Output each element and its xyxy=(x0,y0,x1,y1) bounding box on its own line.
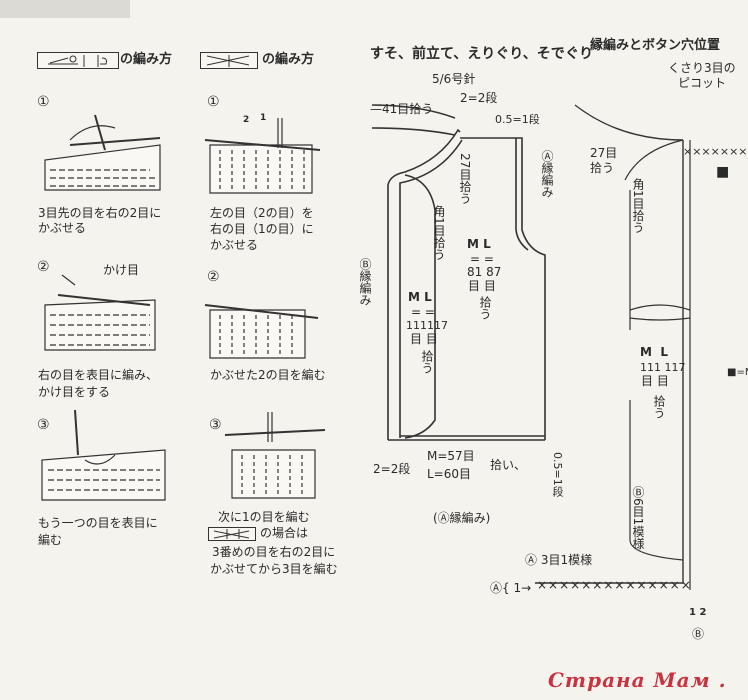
watermark: Страна Мам . ру xyxy=(548,668,727,700)
pattern-b-label: Ⓑ6目1模様 xyxy=(631,486,645,550)
stitch-symbol-icon xyxy=(48,55,107,67)
step-text: かけ目をする xyxy=(38,385,111,399)
case-text: の場合は xyxy=(260,526,309,540)
corner-label: 角1目拾う xyxy=(432,205,446,261)
garment-outline xyxy=(371,104,546,441)
front-counts: 111117 xyxy=(406,319,448,332)
buttonhole-marker: ■ xyxy=(716,164,730,180)
detail-unit: 目 目 xyxy=(641,374,669,388)
step-number: ② xyxy=(37,259,50,275)
pick-41-label: —41目拾う xyxy=(370,102,434,116)
detail-pick: 拾う xyxy=(652,395,666,419)
pattern-a-label: Ⓐ 3目1模様 xyxy=(525,553,593,567)
detail-corner: 角1目拾う xyxy=(631,178,645,234)
knit-illustration-2-2 xyxy=(204,304,319,359)
step-text: 右の目を表目に編み、 xyxy=(38,368,159,382)
step-text: 3目先の目を右の2目に xyxy=(38,206,162,220)
symbol-box-2 xyxy=(200,52,258,69)
b-label: Ⓑ xyxy=(692,627,705,641)
stitch-mark: 2 xyxy=(243,115,250,125)
front-pick: 拾う xyxy=(420,350,434,374)
armhole-unit: 目 目 xyxy=(468,279,496,293)
step-number: ① xyxy=(37,94,50,110)
stitch-mark: 1 xyxy=(260,113,267,123)
edge-a-label: Ⓐ縁編み xyxy=(540,150,554,198)
step-text: 編む xyxy=(38,533,63,547)
detail-sizes: M L xyxy=(640,345,668,359)
step-text: 右の目（1の目）に xyxy=(210,222,314,236)
cross-three-symbol-icon xyxy=(213,529,250,539)
step-text: かぶせた2の目を編む xyxy=(210,368,326,382)
needle-size: 5/6号針 xyxy=(432,72,476,86)
detail-title: 縁編みとボタン穴位置 xyxy=(590,38,721,53)
rows-2-bottom: 2=2段 xyxy=(373,462,411,476)
three-stitch-symbol-box xyxy=(208,527,256,541)
armhole-counts: 81 87 xyxy=(467,265,502,279)
hem-m-count: M=57目 xyxy=(427,449,475,463)
cross-stitch-symbol-icon xyxy=(206,55,250,67)
front-unit: 目 目 xyxy=(410,332,438,346)
armhole-sizes: M L xyxy=(467,237,491,251)
step-text: もう一つの目を表目に xyxy=(38,516,158,530)
single-crochet-row: ×××××××××××××× xyxy=(537,578,692,592)
edging-detail xyxy=(535,104,691,590)
hem-pick: 拾い、 xyxy=(490,458,527,472)
step-number: ③ xyxy=(209,417,222,433)
step-text: 左の目（2の目）を xyxy=(210,206,314,220)
hem-edge-label: (Ⓐ縁編み) xyxy=(433,511,491,525)
front-sizes: M L xyxy=(408,290,432,304)
knit-illustration-1-1 xyxy=(44,114,161,191)
rows-05-top: 0.5=1段 xyxy=(495,113,540,126)
knit-illustration-2-1 xyxy=(204,118,321,194)
step-text: かぶせてから3目を編む xyxy=(210,562,338,576)
detail-neck-27: 27目拾う xyxy=(590,146,618,175)
armhole-eq: = = xyxy=(470,252,494,266)
symbol-box-1 xyxy=(37,52,119,69)
method-title-2: の編み方 xyxy=(262,52,315,67)
method-title-1: の編み方 xyxy=(120,52,173,67)
single-crochet-column: ×××××××××××××××××××××××××××××××× xyxy=(683,145,748,158)
rows-05-bottom: 0.5=1段 xyxy=(551,452,564,497)
row-a-label: Ⓐ{ 1→ xyxy=(490,581,532,595)
rows-2-top: 2=2段 xyxy=(460,91,498,105)
step-number: ② xyxy=(207,269,220,285)
rows-b-label: 1 2 xyxy=(689,607,707,618)
detail-counts: 111 117 xyxy=(640,361,686,374)
picot-label-1: くさり3目の xyxy=(668,61,736,75)
knit-illustration-1-3 xyxy=(41,409,166,501)
edge-b-label: Ⓑ縁編み xyxy=(358,258,372,306)
hem-l-count: L=60目 xyxy=(427,467,472,481)
step-text: かぶせる xyxy=(38,221,87,235)
garment-title: すそ、前立て、えりぐり、そでぐり xyxy=(370,46,594,62)
armhole-pick: 拾う xyxy=(478,296,492,320)
buttonhole-legend: ■=M xyxy=(727,367,748,378)
front-eq: = = xyxy=(411,305,435,319)
knit-illustration-1-2 xyxy=(44,274,156,351)
picot-label-2: ピコット xyxy=(678,76,727,90)
knit-illustration-2-3 xyxy=(224,412,326,499)
yarn-over-label: かけ目 xyxy=(103,263,140,277)
step-text: 3番めの目を右の2目に xyxy=(212,545,336,559)
step-text: 次に1の目を編む xyxy=(218,510,310,524)
step-number: ① xyxy=(207,94,220,110)
scan-edge xyxy=(0,0,130,18)
neck-27-label: 27目拾う xyxy=(458,153,472,205)
step-text: かぶせる xyxy=(210,238,259,252)
step-number: ③ xyxy=(37,417,50,433)
